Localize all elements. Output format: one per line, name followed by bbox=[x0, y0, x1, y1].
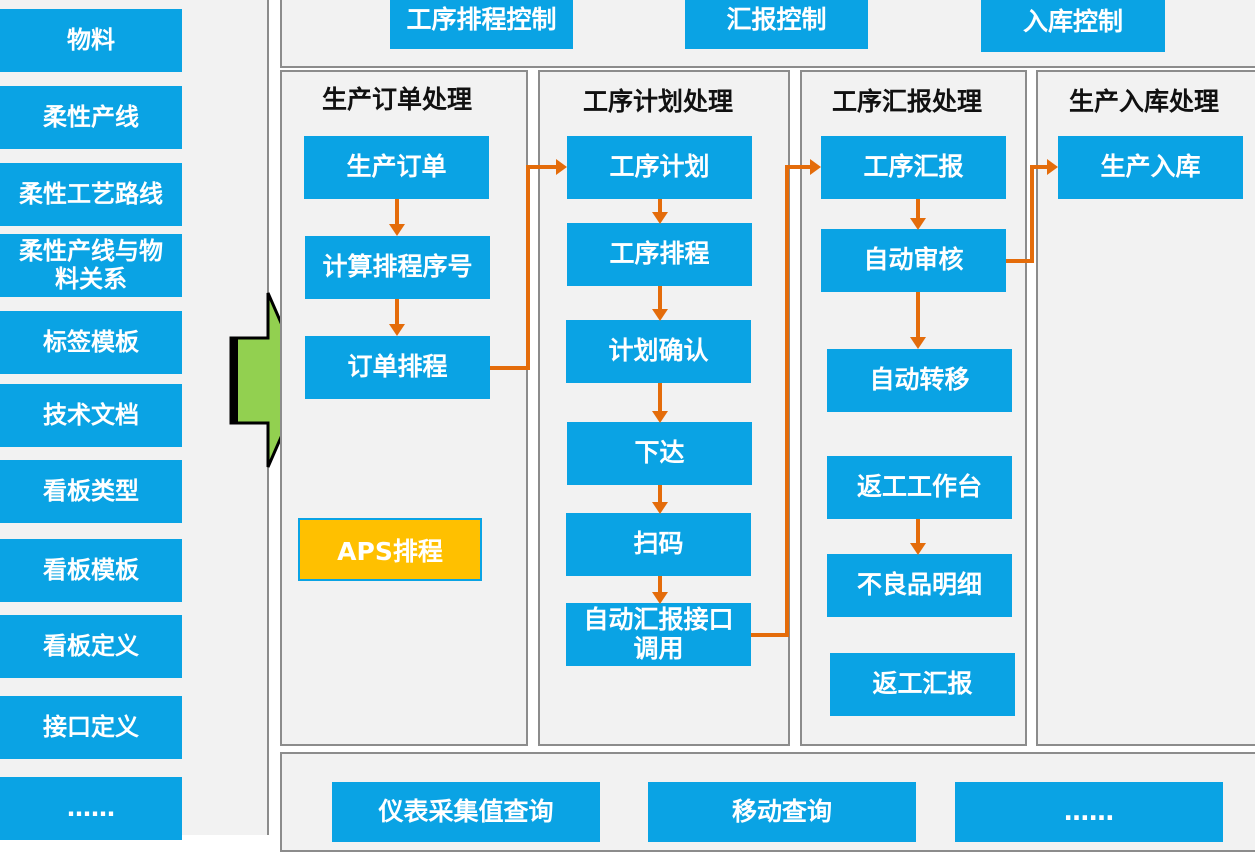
auto-transfer-step[interactable]: 自动转移 bbox=[827, 349, 1012, 412]
production-order-step[interactable]: 生产订单 bbox=[304, 136, 489, 199]
aps-schedule-button[interactable]: APS排程 bbox=[298, 518, 482, 581]
sidebar-item-tech-doc[interactable]: 技术文档 bbox=[0, 384, 182, 447]
stock-in-control-button[interactable]: 入库控制 bbox=[981, 0, 1165, 52]
plan-confirm-step[interactable]: 计划确认 bbox=[566, 320, 751, 383]
sidebar-item-label-template[interactable]: 标签模板 bbox=[0, 311, 182, 374]
report-flow-arrows bbox=[916, 165, 1047, 543]
sidebar-item-board-definition[interactable]: 看板定义 bbox=[0, 615, 182, 678]
process-schedule-step[interactable]: 工序排程 bbox=[567, 223, 752, 286]
process-plan-step[interactable]: 工序计划 bbox=[567, 136, 752, 199]
sidebar-item-board-type[interactable]: 看板类型 bbox=[0, 460, 182, 523]
sidebar-item-flexible-route[interactable]: 柔性工艺路线 bbox=[0, 163, 182, 226]
process-report-step[interactable]: 工序汇报 bbox=[821, 136, 1006, 199]
order-schedule-step[interactable]: 订单排程 bbox=[305, 336, 490, 399]
scan-code-step[interactable]: 扫码 bbox=[566, 513, 751, 576]
auto-report-interface-step[interactable]: 自动汇报接口调用 bbox=[566, 603, 751, 666]
order-flow-arrows bbox=[395, 165, 556, 370]
calc-schedule-seq-step[interactable]: 计算排程序号 bbox=[305, 236, 490, 299]
sidebar-item-material[interactable]: 物料 bbox=[0, 9, 182, 72]
sidebar-item-flexible-line[interactable]: 柔性产线 bbox=[0, 86, 182, 149]
production-stock-in-step[interactable]: 生产入库 bbox=[1058, 136, 1243, 199]
arrow-heads bbox=[389, 159, 1058, 604]
meter-value-query-button[interactable]: 仪表采集值查询 bbox=[332, 782, 600, 842]
sidebar-item-line-material-relation[interactable]: 柔性产线与物料关系 bbox=[0, 234, 182, 297]
report-control-button[interactable]: 汇报控制 bbox=[685, 0, 868, 49]
sidebar-item-more[interactable]: …… bbox=[0, 777, 182, 840]
plan-flow-arrows bbox=[658, 165, 810, 637]
release-step[interactable]: 下达 bbox=[567, 422, 752, 485]
process-schedule-control-button[interactable]: 工序排程控制 bbox=[390, 0, 573, 49]
mobile-query-button[interactable]: 移动查询 bbox=[648, 782, 916, 842]
defect-detail-step[interactable]: 不良品明细 bbox=[827, 554, 1012, 617]
sidebar-item-board-template[interactable]: 看板模板 bbox=[0, 539, 182, 602]
rework-workbench-step[interactable]: 返工工作台 bbox=[827, 456, 1012, 519]
rework-report-step[interactable]: 返工汇报 bbox=[830, 653, 1015, 716]
report-processing-title: 工序汇报处理 bbox=[832, 87, 983, 116]
order-processing-title: 生产订单处理 bbox=[322, 85, 473, 114]
auto-audit-step[interactable]: 自动审核 bbox=[821, 229, 1006, 292]
more-query-button[interactable]: …… bbox=[955, 782, 1223, 842]
sidebar-item-interface-definition[interactable]: 接口定义 bbox=[0, 696, 182, 759]
plan-processing-title: 工序计划处理 bbox=[583, 87, 734, 116]
stock-in-processing-title: 生产入库处理 bbox=[1069, 87, 1220, 116]
